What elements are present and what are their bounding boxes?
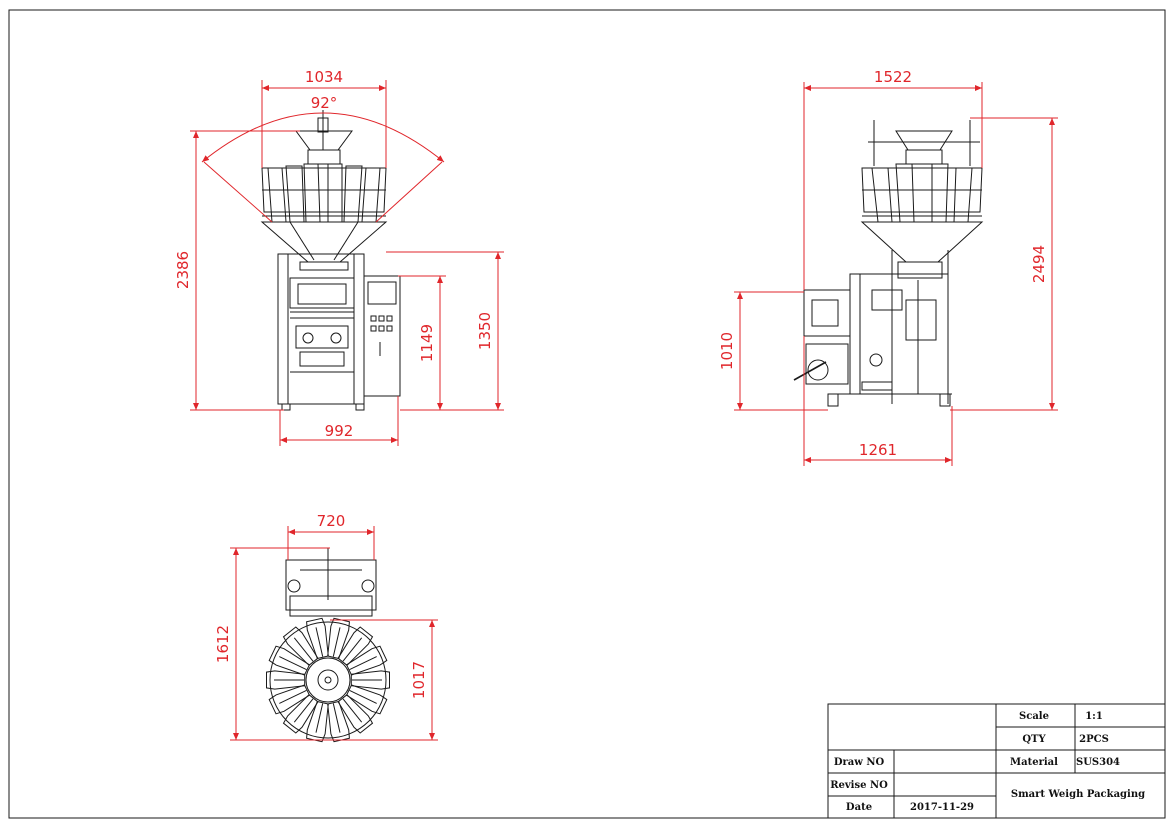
weigher-bucket-divider: [293, 637, 314, 662]
top-view: [266, 548, 390, 743]
dim-top-head-diameter: 1017: [410, 661, 428, 699]
weigher-bucket: [306, 617, 329, 660]
revise-no-label: Revise NO: [830, 780, 888, 791]
weigher-bucket-divider: [293, 698, 314, 723]
side-view: [793, 120, 984, 407]
material-label: Material: [1010, 757, 1058, 768]
scale-label: Scale: [1019, 711, 1049, 722]
weigher-bucket-divider: [349, 656, 377, 671]
dimension-labels: 1034 92° 2386 1149 1350 992 1522 2494 10…: [174, 68, 1048, 699]
weigher-bucket: [306, 700, 329, 743]
dim-side-base-width: 1261: [859, 441, 897, 459]
weigher-bucket: [327, 700, 350, 743]
dim-front-machine-height: 1350: [476, 312, 494, 350]
material-value: SUS304: [1076, 757, 1120, 768]
dim-side-total-height: 2494: [1030, 245, 1048, 283]
dim-side-top-width: 1522: [874, 68, 912, 86]
weigher-bucket-divider: [279, 689, 307, 704]
dim-front-body-height: 1149: [418, 324, 436, 362]
dim-front-top-width: 1034: [305, 68, 343, 86]
qty-label: QTY: [1022, 734, 1046, 745]
weigher-bucket-divider: [332, 627, 341, 657]
qty-value: 2PCS: [1079, 734, 1109, 745]
dim-front-base-width: 992: [325, 422, 354, 440]
date-label: Date: [846, 802, 872, 813]
front-view: [260, 110, 401, 411]
weigher-bucket: [345, 645, 388, 676]
product-name: Smart Weigh Packaging: [1011, 789, 1145, 800]
dimension-lines: [190, 80, 1058, 741]
title-block: Scale 1:1 QTY 2PCS Material SUS304 Draw …: [827, 703, 1166, 819]
scale-value: 1:1: [1085, 711, 1103, 722]
dim-front-angle: 92°: [311, 94, 338, 112]
weigher-bucket-divider: [315, 627, 324, 657]
weigher-bucket-divider: [279, 656, 307, 671]
weigher-bucket-divider: [349, 689, 377, 704]
weigher-bucket: [327, 617, 350, 660]
weigher-bucket-divider: [342, 637, 363, 662]
weigher-bucket-divider: [342, 698, 363, 723]
weigher-bucket-divider: [332, 703, 341, 733]
draw-no-label: Draw NO: [834, 757, 885, 768]
dim-front-total-height: 2386: [174, 251, 192, 289]
dim-top-width: 720: [317, 512, 346, 530]
sheet-border: [8, 9, 1166, 819]
weigher-bucket-divider: [315, 703, 324, 733]
dim-top-depth: 1612: [214, 625, 232, 663]
top-view-buckets: [266, 617, 390, 743]
date-value: 2017-11-29: [910, 802, 974, 813]
dim-side-frame-height: 1010: [718, 332, 736, 370]
